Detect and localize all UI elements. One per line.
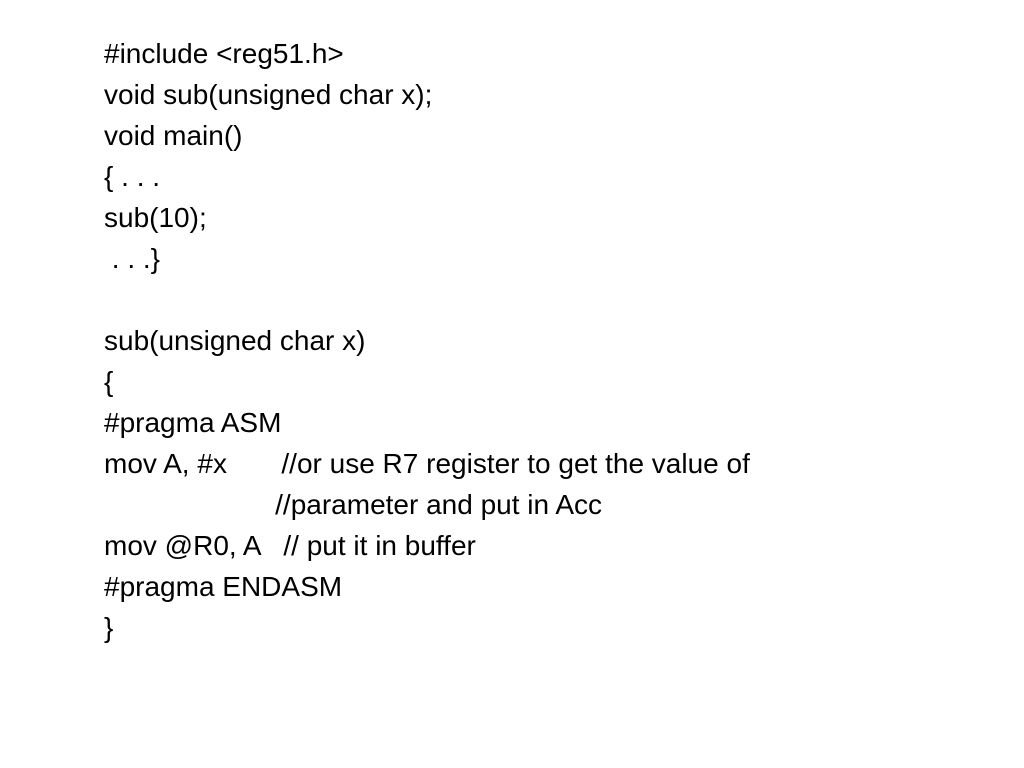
- code-line-sub-prototype: void sub(unsigned char x);: [104, 79, 433, 110]
- code-line-sub-close: }: [104, 612, 114, 643]
- code-listing: #include <reg51.h> void sub(unsigned cha…: [104, 33, 750, 648]
- code-line-mov-a: mov A, #x //or use R7 register to get th…: [104, 448, 750, 479]
- code-line-sub-definition: sub(unsigned char x): [104, 325, 366, 356]
- code-line-sub-open: {: [104, 366, 114, 397]
- code-line-include: #include <reg51.h>: [104, 38, 344, 69]
- code-line-main-close: . . .}: [104, 243, 161, 274]
- code-line-main-open: { . . .: [104, 161, 161, 192]
- code-line-blank: [104, 279, 750, 320]
- code-line-main-signature: void main(): [104, 120, 243, 151]
- code-line-sub-call: sub(10);: [104, 202, 207, 233]
- code-line-mov-r0: mov @R0, A // put it in buffer: [104, 530, 476, 561]
- code-line-pragma-asm: #pragma ASM: [104, 407, 282, 438]
- code-line-pragma-endasm: #pragma ENDASM: [104, 571, 343, 602]
- code-line-comment-continuation: //parameter and put in Acc: [104, 489, 602, 520]
